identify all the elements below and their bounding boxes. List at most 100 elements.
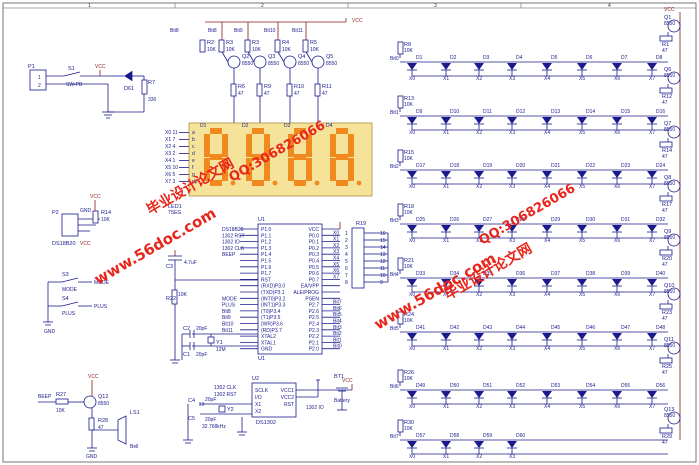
- led-x-label: X7: [649, 184, 655, 190]
- mcu-left-pin: GND: [261, 347, 273, 353]
- segment-g: [336, 154, 348, 160]
- segment-d: [252, 180, 264, 186]
- row-transistor-r-label: R29: [662, 434, 672, 440]
- led-label: D6: [586, 55, 593, 61]
- s4-ref: S4: [62, 296, 69, 302]
- row-resistor-label: R30: [404, 420, 414, 426]
- led-x-label: X3: [509, 292, 515, 298]
- row-resistor: [397, 311, 404, 325]
- row-bit-net: Bit0: [390, 56, 399, 62]
- r2-label: R2: [207, 40, 214, 46]
- led-diode: [612, 63, 622, 70]
- digit-common-label: D3: [284, 123, 291, 129]
- led-label: D24: [656, 163, 665, 169]
- led-x-label: X6: [614, 238, 620, 244]
- row-transistor-resistor: [659, 303, 673, 310]
- led-diode: [542, 117, 552, 124]
- r14-value: 10K: [101, 217, 111, 223]
- mcu-right-net: X2: [333, 243, 339, 249]
- p1-pin2: 2: [38, 83, 41, 89]
- display-part: 7SEG: [168, 210, 181, 216]
- mcu-right-net: X0: [333, 230, 339, 236]
- led-x-label: X5: [579, 404, 585, 410]
- led-diode: [407, 117, 417, 124]
- driver-coll-r-value: 47: [294, 91, 300, 97]
- driver-base-r-label: R3: [252, 40, 259, 46]
- led-diode: [474, 117, 484, 124]
- led-diode: [647, 391, 657, 398]
- led-x-label: X2: [476, 238, 482, 244]
- row-resistor-label: R26: [404, 370, 414, 376]
- mcu-left-pin: P1.2: [261, 240, 272, 246]
- d61-label: D61: [124, 86, 134, 92]
- led-label: D39: [621, 271, 630, 277]
- led-x-label: X4: [544, 404, 550, 410]
- mcu-right-pin: ALE/PROG: [293, 290, 319, 296]
- digit-value: 8: [258, 159, 259, 161]
- row-resistor-value: 10K: [404, 48, 414, 54]
- led-x-label: X3: [509, 404, 515, 410]
- row-transistor-label: Q9: [664, 229, 671, 235]
- mcu-right-pin: P0.2: [309, 246, 320, 252]
- p2-label: P2: [52, 210, 59, 216]
- led-x-label: X2: [476, 184, 482, 190]
- mcu-right-net: Bit5: [333, 312, 342, 318]
- led-x-label: X7: [649, 130, 655, 136]
- button-gnd: GND: [44, 329, 56, 335]
- led-x-label: X3: [509, 346, 515, 352]
- led-label: D5: [551, 55, 558, 61]
- driver-bit-net: Bit9: [234, 28, 243, 34]
- led-diode: [407, 333, 417, 340]
- rtc-ref: U2: [252, 376, 259, 382]
- display-pin-net: X6 5: [165, 172, 176, 178]
- row-transistor-part: 8550: [664, 73, 675, 79]
- r19-pin-left: 4: [345, 252, 348, 258]
- transistor-symbol: [311, 55, 325, 69]
- led-label: D50: [450, 383, 459, 389]
- driver-collector-resistor: [314, 83, 321, 97]
- row-resistor: [397, 369, 404, 383]
- led-x-label: X1: [443, 130, 449, 136]
- driver-base-wire: [247, 51, 255, 63]
- rtc-part: DS1302: [256, 420, 276, 426]
- driver-collector-resistor: [286, 83, 293, 97]
- mcu-left-pin: (T1)P3.5: [261, 315, 281, 321]
- r19-pin-right: 11: [380, 266, 385, 272]
- led-label: D7: [621, 55, 628, 61]
- led-diode: [441, 279, 451, 286]
- mcu-right-pin: P2.7: [309, 303, 320, 309]
- display-seg-name: d: [192, 151, 195, 157]
- led-x-label: X6: [614, 346, 620, 352]
- c5-label: C5: [188, 416, 195, 422]
- row-bit-net: Bit3: [390, 218, 399, 224]
- row-resistor: [397, 149, 404, 163]
- led-x-label: X2: [476, 404, 482, 410]
- digit-common-label: D2: [242, 123, 249, 129]
- led-x-label: X2: [476, 292, 482, 298]
- r19-ref: R19: [356, 221, 366, 227]
- led-x-label: X0: [409, 292, 415, 298]
- row-transistor-symbol: [667, 179, 681, 193]
- driver-transistor-label: Q5: [326, 54, 333, 60]
- led-x-label: X0: [409, 184, 415, 190]
- display-pin-net: X7 3: [165, 179, 176, 185]
- led-label: D44: [516, 325, 525, 331]
- row-transistor-label: Q8: [664, 175, 671, 181]
- led-diode: [507, 333, 517, 340]
- beeper-gnd: GND: [86, 454, 98, 460]
- led-x-label: X5: [579, 184, 585, 190]
- led-diode: [577, 333, 587, 340]
- c1-label: C1: [183, 352, 190, 358]
- row-transistor-r-value: 47: [662, 316, 668, 322]
- led-x-label: X6: [614, 404, 620, 410]
- led-diode: [507, 117, 517, 124]
- segment-a: [336, 128, 348, 134]
- led-diode: [647, 279, 657, 286]
- driver-transistor-part: 8550: [268, 61, 279, 67]
- digit-driver-group: R210KBit8R310KBit8Q28550R647R310KBit9Q38…: [170, 22, 337, 123]
- led-diode: [577, 63, 587, 70]
